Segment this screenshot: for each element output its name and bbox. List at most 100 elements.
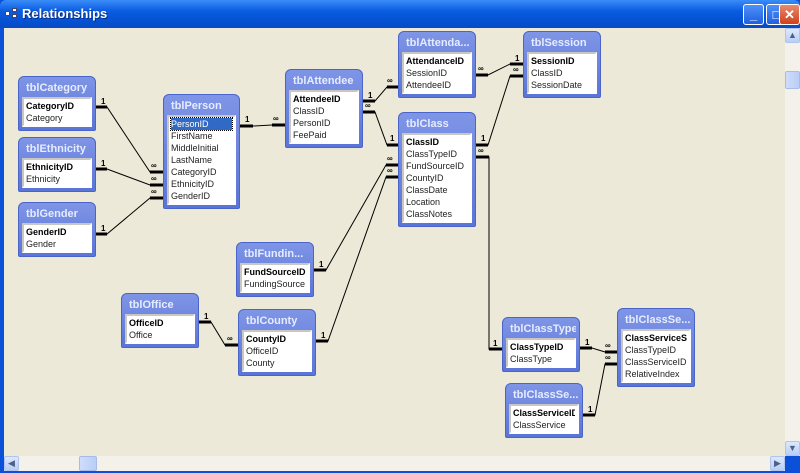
field[interactable]: CountyID — [406, 173, 444, 183]
field[interactable]: LastName — [171, 155, 213, 165]
field[interactable]: CategoryID — [26, 101, 75, 111]
field[interactable]: OfficeID — [129, 318, 164, 328]
cardinality-one: 1 — [319, 260, 324, 269]
field[interactable]: FeePaid — [293, 130, 327, 140]
title-bar[interactable]: Relationships _ □ ✕ — [0, 0, 800, 28]
field[interactable]: OfficeID — [246, 346, 279, 356]
table-title[interactable]: tblClass — [406, 118, 449, 130]
field[interactable]: Gender — [26, 239, 57, 249]
table-tblclassserviceselect[interactable]: tblClassSe... ClassServiceSelectID Class… — [617, 308, 695, 387]
field[interactable]: Category — [26, 113, 63, 123]
field[interactable]: ClassID — [293, 106, 325, 116]
field[interactable]: ClassTypeID — [510, 342, 564, 352]
window-border — [0, 471, 800, 473]
field[interactable]: FirstName — [171, 131, 213, 141]
field[interactable]: ClassID — [531, 68, 563, 78]
field[interactable]: CategoryID — [171, 167, 217, 177]
table-title[interactable]: tblCounty — [246, 315, 298, 327]
field[interactable]: ClassServiceID — [513, 408, 575, 418]
close-button[interactable]: ✕ — [779, 4, 800, 25]
table-title[interactable]: tblOffice — [129, 299, 174, 311]
field[interactable]: EthnicityID — [26, 162, 74, 172]
cardinality-one: 1 — [101, 97, 106, 106]
field[interactable]: Location — [406, 197, 441, 207]
cardinality-one: 1 — [204, 312, 209, 321]
cardinality-many: ∞ — [478, 64, 484, 73]
table-title[interactable]: tblFundin... — [244, 248, 304, 260]
scroll-left-button[interactable]: ◀ — [4, 456, 19, 471]
cardinality-one: 1 — [368, 91, 373, 100]
field[interactable]: FundSourceID — [406, 161, 465, 171]
table-tblattendance[interactable]: tblAttenda... AttendanceID SessionID Att… — [398, 31, 476, 98]
table-tblattendee[interactable]: tblAttendee AttendeeID ClassID PersonID … — [285, 69, 363, 148]
cardinality-many: ∞ — [513, 65, 519, 74]
table-title[interactable]: tblSession — [531, 37, 587, 49]
table-tbloffice[interactable]: tblOffice OfficeID Office — [121, 293, 199, 348]
field[interactable]: ClassServiceSelectID — [625, 333, 687, 343]
table-tblfunding[interactable]: tblFundin... FundSourceID FundingSource — [236, 242, 314, 297]
field[interactable]: PersonID — [293, 118, 331, 128]
cardinality-many: ∞ — [151, 174, 157, 183]
table-tblethnicity[interactable]: tblEthnicity EthnicityID Ethnicity — [18, 137, 96, 192]
field[interactable]: County — [246, 358, 275, 368]
field[interactable]: Office — [129, 330, 153, 340]
field[interactable]: ClassTypeID — [625, 345, 677, 355]
table-tblgender[interactable]: tblGender GenderID Gender — [18, 202, 96, 257]
cardinality-one: 1 — [493, 339, 498, 348]
table-title[interactable]: tblAttendee — [293, 75, 354, 87]
field[interactable]: ClassType — [510, 354, 553, 364]
field[interactable]: Ethnicity — [26, 174, 61, 184]
cardinality-many: ∞ — [365, 101, 371, 110]
minimize-button[interactable]: _ — [743, 4, 764, 25]
rel-county-class — [316, 176, 398, 342]
scroll-up-button[interactable]: ▲ — [785, 28, 800, 43]
cardinality-one: 1 — [245, 115, 250, 124]
table-tblclasstype[interactable]: tblClassType ClassTypeID ClassType — [502, 317, 580, 372]
vertical-scrollbar[interactable]: ▲ ▼ — [785, 28, 800, 456]
cardinality-one: 1 — [101, 159, 106, 168]
table-tblclass[interactable]: tblClass ClassID ClassTypeID FundSourceI… — [398, 112, 476, 227]
field[interactable]: ClassServiceID — [625, 357, 687, 367]
field[interactable]: ClassService — [513, 420, 566, 430]
table-title[interactable]: tblPerson — [171, 100, 222, 112]
field[interactable]: SessionDate — [531, 80, 583, 90]
table-title[interactable]: tblEthnicity — [26, 143, 86, 155]
field[interactable]: ClassID — [406, 137, 440, 147]
table-title[interactable]: tblAttenda... — [406, 37, 470, 49]
field[interactable]: AttendeeID — [293, 94, 341, 104]
field[interactable]: ClassNotes — [406, 209, 453, 219]
table-tblcategory[interactable]: tblCategory CategoryID Category — [18, 76, 96, 131]
field[interactable]: EthnicityID — [171, 179, 215, 189]
table-title[interactable]: tblClassSe... — [513, 389, 579, 401]
field[interactable]: SessionID — [531, 56, 575, 66]
scroll-down-button[interactable]: ▼ — [785, 441, 800, 456]
table-tblsession[interactable]: tblSession SessionID ClassID SessionDate — [523, 31, 601, 98]
field[interactable]: RelativeIndex — [625, 369, 680, 379]
table-title[interactable]: tblClassSe... — [625, 314, 691, 326]
field[interactable]: SessionID — [406, 68, 448, 78]
scroll-right-button[interactable]: ▶ — [770, 456, 785, 471]
cardinality-many: ∞ — [387, 154, 393, 163]
field[interactable]: MiddleInitial — [171, 143, 219, 153]
table-title[interactable]: tblGender — [26, 208, 78, 220]
field[interactable]: GenderID — [26, 227, 67, 237]
field[interactable]: ClassDate — [406, 185, 448, 195]
table-tblclassservice[interactable]: tblClassSe... ClassServiceID ClassService — [505, 383, 583, 438]
field[interactable]: AttendeeID — [406, 80, 452, 90]
field[interactable]: FundingSource — [244, 279, 306, 289]
field-selected[interactable]: PersonID — [170, 117, 233, 131]
table-title[interactable]: tblCategory — [26, 82, 88, 94]
field[interactable]: ClassTypeID — [406, 149, 458, 159]
field[interactable]: FundSourceID — [244, 267, 306, 277]
horizontal-scrollbar[interactable]: ◀ ▶ — [4, 456, 785, 471]
table-tblcounty[interactable]: tblCounty CountyID OfficeID County — [238, 309, 316, 376]
horizontal-scroll-thumb[interactable] — [79, 456, 97, 471]
table-tblperson[interactable]: tblPerson PersonID FirstName MiddleIniti… — [163, 94, 240, 209]
field[interactable]: AttendanceID — [406, 56, 465, 66]
table-title[interactable]: tblClassType — [510, 323, 576, 335]
field[interactable]: GenderID — [171, 191, 211, 201]
cardinality-many: ∞ — [387, 166, 393, 175]
vertical-scroll-thumb[interactable] — [785, 71, 800, 89]
field[interactable]: CountyID — [246, 334, 286, 344]
cardinality-one: 1 — [481, 134, 486, 143]
